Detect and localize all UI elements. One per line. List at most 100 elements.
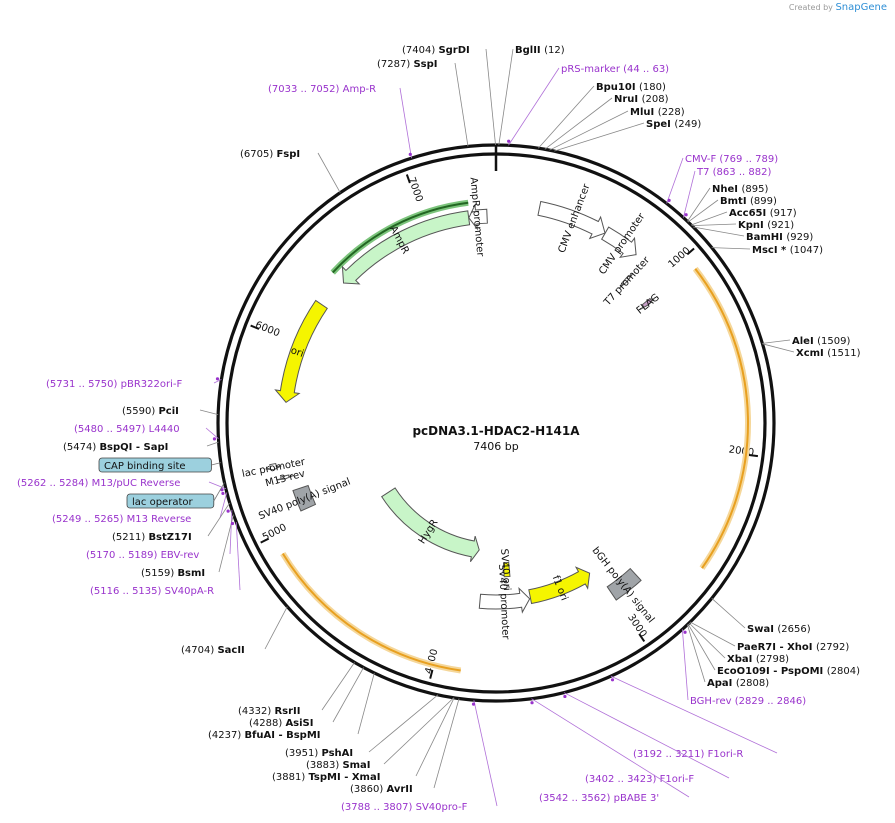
site-label[interactable]: T7 (863 .. 882) [683,167,771,218]
site-label[interactable]: XbaI (2798) [688,622,789,665]
site-label[interactable]: (3402 .. 3423) F1ori-F [563,692,730,785]
primer-label: (3542 .. 3562) pBABE 3' [539,793,659,804]
site-label[interactable]: (3542 .. 3562) pBABE 3' [530,698,690,804]
site-label[interactable]: (3788 .. 3807) SV40pro-F [341,700,498,813]
primer-label: (5480 .. 5497) L4440 [74,424,180,435]
site-label[interactable]: (7404) SgrDI [402,45,496,146]
site-label[interactable]: (5170 .. 5189) EBV-rev [86,509,233,561]
ori-feature [274,299,328,404]
tick-mark [250,324,260,330]
site-label[interactable]: (5731 .. 5750) pBR322ori-F [46,377,222,390]
enzyme-label: (4704) SacII [181,645,245,656]
site-name: M13/pUC Reverse [92,478,181,489]
site-position: (5170 .. 5189) [86,550,161,561]
enzyme-label: BamHI (929) [746,232,813,243]
site-label[interactable]: (4288) AsiSI [249,667,364,729]
site-position: (917) [770,208,797,219]
primer-label: (5249 .. 5265) M13 Reverse [52,514,191,525]
site-position: (3860) [350,784,386,795]
site-label[interactable]: CMV-F (769 .. 789) [666,154,779,204]
site-label[interactable]: (5262 .. 5284) M13/pUC Reverse [17,478,227,492]
tick-mark [638,633,646,642]
site-label[interactable]: BglII (12) [498,45,565,146]
site-label[interactable]: AleI (1509) [762,336,851,347]
ampr-outer-arc [331,201,469,274]
site-name: KpnI [738,220,767,231]
site-label[interactable]: (5211) BstZ17I [112,502,231,543]
hygr-outer-arc [281,553,461,672]
site-label[interactable]: ApaI (2808) [686,624,769,689]
site-position: (6705) [240,149,276,160]
site-label[interactable]: MluI (228) [549,107,685,151]
site-label[interactable]: (5474) BspQI - SapI [63,441,219,453]
site-name: Amp-R [343,84,377,95]
site-label[interactable]: (3881) TspMI - XmaI [272,697,455,783]
site-label[interactable]: (5590) PciI [122,406,219,417]
site-label[interactable]: XcmI (1511) [762,343,861,359]
site-label[interactable]: NheI (895) [687,184,768,222]
site-label[interactable]: (3860) AvrII [350,698,460,795]
site-label[interactable]: PaeR7I - XhoI (2792) [689,621,849,653]
site-name: BfuAI - BspMI [244,730,320,741]
leader-line [666,157,684,204]
enzyme-label: PaeR7I - XhoI (2792) [737,642,849,653]
leader-line [508,67,560,146]
site-label[interactable]: (5480 .. 5497) L4440 [74,424,219,441]
site-name: F1ori-F [660,774,695,785]
site-position: (3542 .. 3562) [539,793,614,804]
site-position: (863 .. 882) [713,167,772,178]
site-position: (2656) [777,624,810,635]
leader-line [317,152,341,193]
site-label[interactable]: NruI (208) [544,94,669,150]
site-label[interactable]: SpeI (249) [554,119,701,152]
site-label[interactable]: lac operator [126,482,225,509]
site-name: M13 Reverse [127,514,192,525]
t7-promoter-feature [619,272,634,289]
site-label[interactable]: (7033 .. 7052) Amp-R [268,84,412,159]
site-label[interactable]: BGH-rev (2829 .. 2846) [681,629,806,707]
site-name: SmaI [342,760,370,771]
site-name: XcmI [796,348,827,359]
primer-marker [230,521,235,526]
site-position: (12) [544,45,565,56]
site-label[interactable]: CAP binding site [98,457,221,473]
site-label[interactable]: (3192 .. 3211) F1ori-R [610,675,778,760]
site-label[interactable]: (5116 .. 5135) SV40pA-R [90,521,241,597]
site-label[interactable]: EcoO109I - PspOMI (2804) [687,623,860,677]
leader-line [383,697,454,765]
site-name: RsrII [274,706,300,717]
site-position: (3881) [272,772,308,783]
site-position: (5480 .. 5497) [74,424,149,435]
leader-line [207,502,231,537]
site-label[interactable]: KpnI (921) [691,220,794,231]
site-label[interactable]: (7287) SspI [377,59,469,147]
site-label[interactable]: (4332) RsrII [238,662,355,717]
site-label[interactable]: Bpu10I (180) [537,82,666,149]
site-label[interactable]: MscI * (1047) [711,245,823,256]
enzyme-label: MscI * (1047) [752,245,823,256]
m13-rev-feature [276,474,294,481]
site-label[interactable]: (4704) SacII [181,606,288,656]
site-label[interactable]: (4237) BfuAI - BspMI [208,672,375,741]
site-label[interactable]: (3951) PshAI [285,694,439,759]
site-label[interactable]: (6705) FspI [240,149,341,193]
site-position: (1511) [827,348,860,359]
site-label[interactable]: BmtI (899) [687,196,777,223]
primer-marker [226,509,230,513]
plasmid-length: 7406 bp [473,440,518,453]
site-position: (7287) [377,59,413,70]
site-name: CMV-F [685,154,719,165]
site-label[interactable]: pRS-marker (44 .. 63) [507,64,669,146]
leader-line [549,110,629,151]
tick-mark [405,174,411,184]
snapgene-brand: SnapGene [835,2,887,13]
site-label[interactable]: (5249 .. 5265) M13 Reverse [52,491,228,525]
lac-promoter-feature [265,462,282,471]
site-label[interactable]: BamHI (929) [693,226,813,243]
site-label[interactable]: Acc65I (917) [690,208,797,226]
site-name: BspQI - SapI [99,442,168,453]
site-label[interactable]: (3883) SmaI [306,697,454,771]
leader-line [264,606,288,650]
site-label[interactable]: SwaI (2656) [711,598,811,635]
enzyme-label: (3883) SmaI [306,760,371,771]
